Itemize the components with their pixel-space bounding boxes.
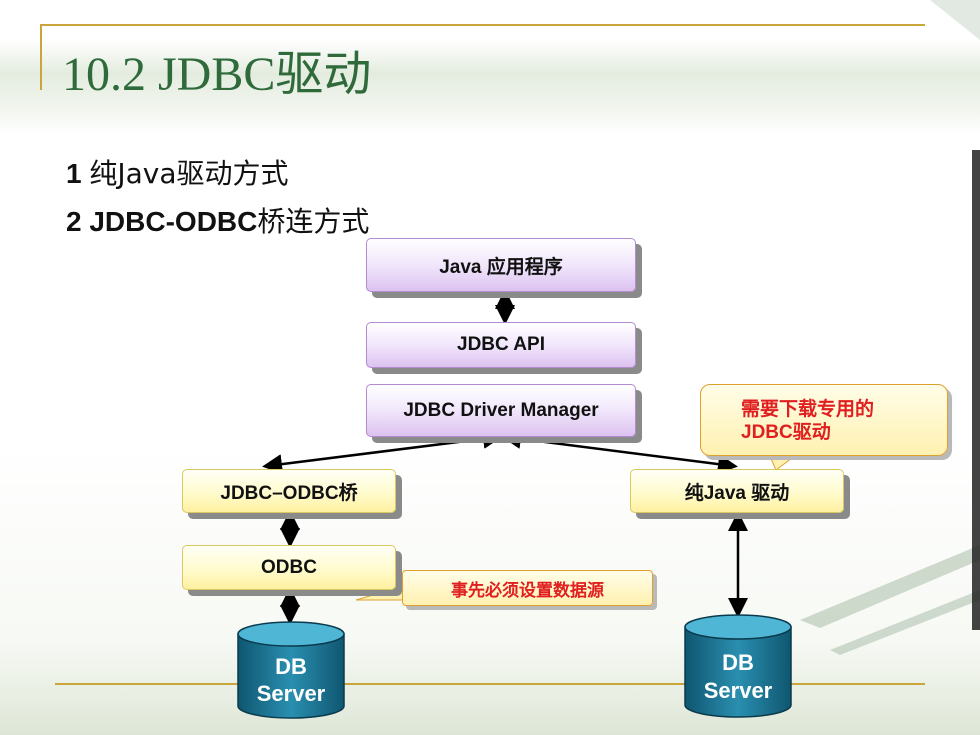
- callout-datasource-label: 事先必须设置数据源: [451, 580, 604, 600]
- callout-datasource: 事先必须设置数据源: [402, 570, 653, 606]
- bullet-text-a: 纯Java: [89, 157, 177, 190]
- bullet-item: 1 纯Java驱动方式: [66, 152, 289, 192]
- pure-java-driver-box: 纯Java 驱动: [630, 469, 844, 513]
- bullet-text-a: JDBC-ODBC: [89, 206, 258, 237]
- odbc-label: ODBC: [261, 556, 317, 578]
- jdbc-api-box: JDBC API: [366, 322, 636, 368]
- header-band: [0, 40, 980, 135]
- db-label-line2: Server: [256, 681, 326, 706]
- database-icon: [237, 621, 345, 719]
- footer-band: [0, 640, 980, 735]
- java-app-box: Java 应用程序: [366, 238, 636, 292]
- db-label-line2: Server: [703, 678, 773, 703]
- callout-download-driver: 需要下载专用的 JDBC驱动: [700, 384, 948, 456]
- callout-line: 需要下载专用的: [741, 399, 875, 420]
- java-app-label: Java 应用程序: [439, 256, 563, 278]
- arrow-manager-purejava: [501, 428, 738, 475]
- bullet-item: 2 JDBC-ODBC桥连方式: [66, 200, 369, 240]
- callout-line: JDBC驱动: [741, 422, 831, 443]
- database-icon: [684, 614, 792, 718]
- db-label-line1: DB: [722, 650, 754, 675]
- driver-manager-box: JDBC Driver Manager: [366, 384, 636, 437]
- odbc-box: ODBC: [182, 545, 396, 590]
- bullet-number: 2: [66, 206, 82, 237]
- footer-rule: [55, 683, 925, 685]
- pure-java-driver-label: 纯Java 驱动: [684, 482, 790, 504]
- jdbc-api-label: JDBC API: [457, 334, 545, 355]
- jdbc-odbc-bridge-box: JDBC–ODBC桥: [182, 469, 396, 513]
- bullet-number: 1: [66, 158, 82, 189]
- driver-manager-label: JDBC Driver Manager: [403, 399, 599, 421]
- header-rule: [40, 24, 925, 26]
- bullet-text-b: 桥连方式: [257, 205, 370, 238]
- page-title: 10.2 JDBC驱动: [62, 48, 372, 101]
- db-server-left: DB Server: [236, 620, 346, 720]
- header-vertical-rule: [40, 24, 42, 90]
- db-label-line1: DB: [275, 654, 307, 679]
- jdbc-odbc-bridge-label: JDBC–ODBC桥: [220, 482, 358, 504]
- arrow-manager-bridge: [262, 428, 503, 475]
- db-server-right: DB Server: [683, 613, 793, 720]
- bullet-text-b: 驱动方式: [176, 157, 289, 190]
